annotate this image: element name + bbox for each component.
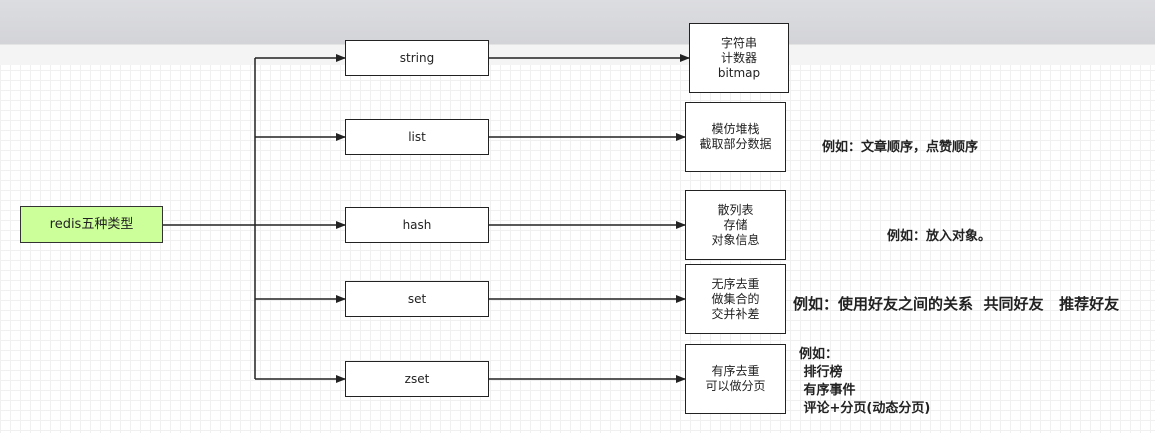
use-line: 可以做分页: [705, 379, 766, 393]
note-set: 例如：使用好友之间的关系 共同好友 推荐好友: [793, 295, 1120, 313]
type-node-set[interactable]: set: [345, 281, 489, 317]
use-line: bitmap: [717, 65, 761, 80]
use-line: 存储: [723, 217, 748, 232]
root-node-label: redis五种类型: [49, 217, 134, 232]
type-node-label: set: [407, 291, 427, 306]
use-node-set[interactable]: 无序去重 做集合的 交并补差: [685, 264, 786, 334]
use-line: 有序去重: [711, 364, 760, 378]
use-line: 散列表: [717, 202, 754, 217]
canvas-toolbar-area: [0, 0, 1155, 44]
note-zset-line: 有序事件: [799, 383, 856, 398]
use-line: 字符串: [720, 35, 757, 50]
use-node-list[interactable]: 模仿堆栈 截取部分数据: [685, 102, 786, 172]
note-zset: 例如： 排行榜 有序事件 评论+分页(动态分页): [799, 346, 930, 418]
use-line: 截取部分数据: [699, 137, 772, 151]
type-node-zset[interactable]: zset: [345, 361, 489, 397]
root-node[interactable]: redis五种类型: [20, 206, 163, 243]
type-node-label: zset: [404, 371, 430, 386]
use-node-zset[interactable]: 有序去重 可以做分页: [685, 344, 786, 414]
use-line: 交并补差: [711, 306, 760, 321]
use-node-hash[interactable]: 散列表 存储 对象信息: [685, 190, 786, 260]
note-zset-line: 评论+分页(动态分页): [799, 401, 931, 416]
type-node-string[interactable]: string: [345, 40, 489, 76]
use-line: 对象信息: [711, 232, 760, 247]
note-hash: 例如：放入对象。: [887, 229, 992, 244]
note-list: 例如：文章顺序，点赞顺序: [822, 140, 979, 155]
type-node-label: string: [399, 50, 435, 65]
type-node-list[interactable]: list: [345, 119, 489, 155]
canvas-ruler: [0, 44, 1155, 65]
note-zset-line: 排行榜: [799, 365, 843, 380]
use-node-string[interactable]: 字符串 计数器 bitmap: [689, 23, 789, 93]
use-line: 无序去重: [711, 276, 760, 291]
use-line: 计数器: [720, 50, 757, 65]
type-node-label: hash: [402, 217, 432, 232]
type-node-label: list: [408, 129, 426, 144]
use-line: 做集合的: [711, 291, 760, 306]
note-zset-line: 例如：: [799, 347, 839, 362]
type-node-hash[interactable]: hash: [345, 207, 489, 243]
use-line: 模仿堆栈: [711, 122, 760, 136]
